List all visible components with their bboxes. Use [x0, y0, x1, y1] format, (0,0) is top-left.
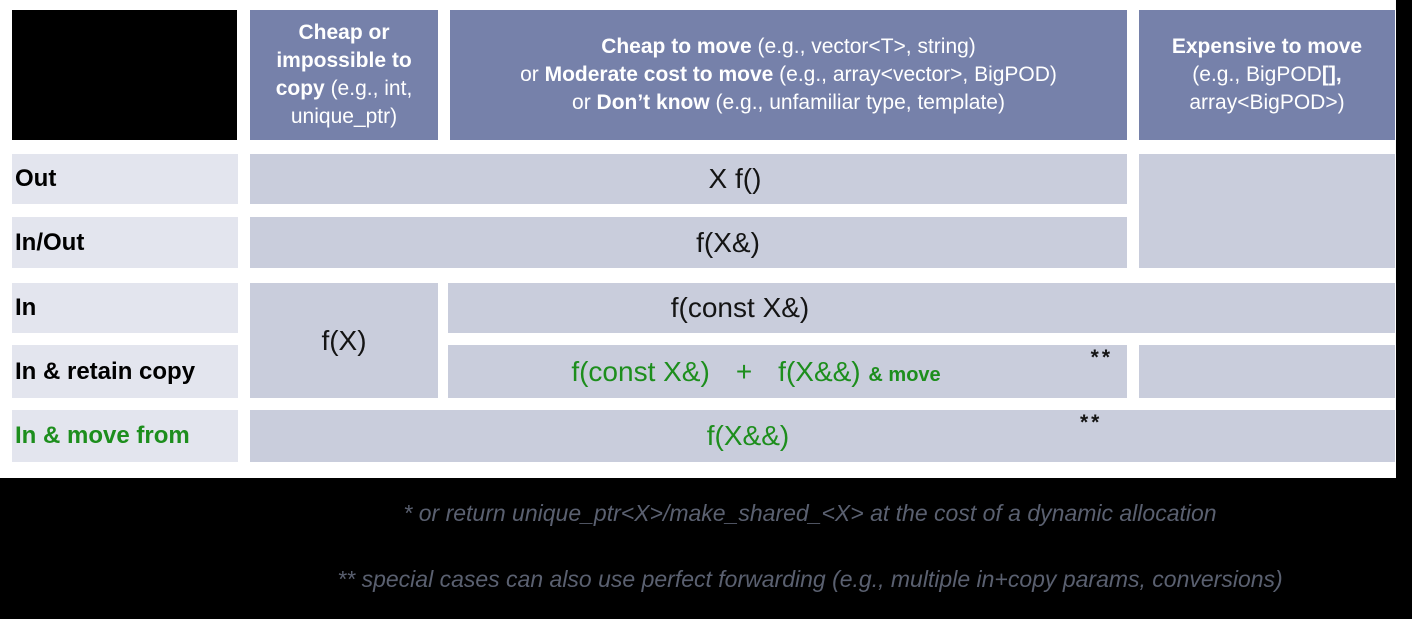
header-regular-text: (e.g., int, unique_ptr)	[290, 77, 413, 128]
header-regular-text: or	[572, 91, 597, 114]
double-asterisk-marker: **	[1080, 411, 1103, 434]
double-asterisk-marker: **	[1090, 346, 1113, 369]
signature-overload-pair: f(const X&) + f(X&&) & move	[571, 356, 940, 388]
cell-retain-copy-overloads: f(const X&) + f(X&&) & move **	[448, 345, 1127, 398]
header-regular-text: (e.g., vector<T>, string)	[751, 35, 976, 58]
signature-f-xref: f(X&)	[696, 226, 760, 258]
row-label-in: In	[12, 283, 238, 333]
row-label-text: In/Out	[15, 228, 85, 256]
row-label-out: Out	[12, 154, 238, 204]
row-label-text: Out	[15, 165, 57, 192]
row-label-text: In	[15, 294, 37, 321]
cell-expensive-retain-empty	[1139, 345, 1395, 398]
header-regular-text: (e.g., unfamiliar type, template)	[709, 91, 1005, 114]
row-label-in-move-from: In & move from	[12, 410, 238, 462]
row-label-in-out: In/Out	[12, 217, 238, 268]
column-header-cheap-to-copy-text: Cheap or impossible to copy (e.g., int, …	[254, 19, 434, 131]
header-bold-text: Cheap or impossible to copy	[275, 21, 412, 100]
signature-f-const-xref: f(const X&)	[670, 292, 810, 323]
signature-x-f: X f()	[708, 163, 762, 194]
signature-f-rvalue-ref: f(X&&)	[778, 355, 861, 387]
cell-expensive-out-inout-empty	[1139, 154, 1395, 268]
header-regular-text: (e.g., BigPOD	[1192, 63, 1322, 86]
header-bold-text: Cheap to move	[601, 35, 752, 58]
header-regular-text: (e.g., array<vector>, BigPOD)	[773, 63, 1057, 86]
header-bold-text: Moderate cost to move	[544, 63, 774, 86]
header-line-2: (e.g., BigPOD[],	[1192, 61, 1341, 89]
header-bold-text: [],	[1321, 63, 1342, 86]
cell-in-const-ref: f(const X&)	[448, 283, 1395, 333]
header-bold-text: Expensive to move	[1171, 35, 1363, 58]
column-header-cheap-to-move: Cheap to move (e.g., vector<T>, string) …	[450, 10, 1127, 140]
footnote-dynamic-allocation: * or return unique_ptr<X>/make_shared_<X…	[403, 500, 1217, 526]
footnote-perfect-forwarding: ** special cases can also use perfect fo…	[337, 566, 1283, 592]
header-line-1: Expensive to move	[1172, 33, 1362, 61]
header-regular-text: array<BigPOD>)	[1189, 91, 1345, 114]
header-regular-text: or	[520, 63, 545, 86]
signature-f-rvalue-ref: f(X&&)	[706, 420, 790, 451]
header-line-1: Cheap to move (e.g., vector<T>, string)	[601, 33, 976, 61]
cell-out-xf: X f()	[250, 154, 1127, 204]
signature-f-x: f(X)	[321, 324, 367, 356]
row-label-in-retain-copy: In & retain copy	[12, 345, 238, 398]
header-line-3: array<BigPOD>)	[1189, 89, 1344, 117]
cell-move-from-rvalue: f(X&&) **	[250, 410, 1395, 462]
header-bold-text: Don’t know	[596, 91, 710, 114]
and-move-note: & move	[868, 363, 941, 386]
row-label-text: In & retain copy	[15, 357, 196, 385]
signature-f-const-xref: f(const X&)	[571, 355, 710, 387]
column-header-expensive-to-move: Expensive to move (e.g., BigPOD[], array…	[1139, 10, 1395, 140]
cell-in-by-value: f(X)	[250, 283, 438, 398]
row-label-text: In & move from	[15, 422, 190, 449]
header-line-2: or Moderate cost to move (e.g., array<ve…	[520, 61, 1057, 89]
corner-placeholder-box	[12, 10, 237, 140]
header-line-3: or Don’t know (e.g., unfamiliar type, te…	[572, 89, 1005, 117]
cell-inout-fxref: f(X&)	[250, 217, 1127, 268]
column-header-cheap-to-copy: Cheap or impossible to copy (e.g., int, …	[250, 10, 438, 140]
plus-sign: +	[735, 355, 753, 387]
